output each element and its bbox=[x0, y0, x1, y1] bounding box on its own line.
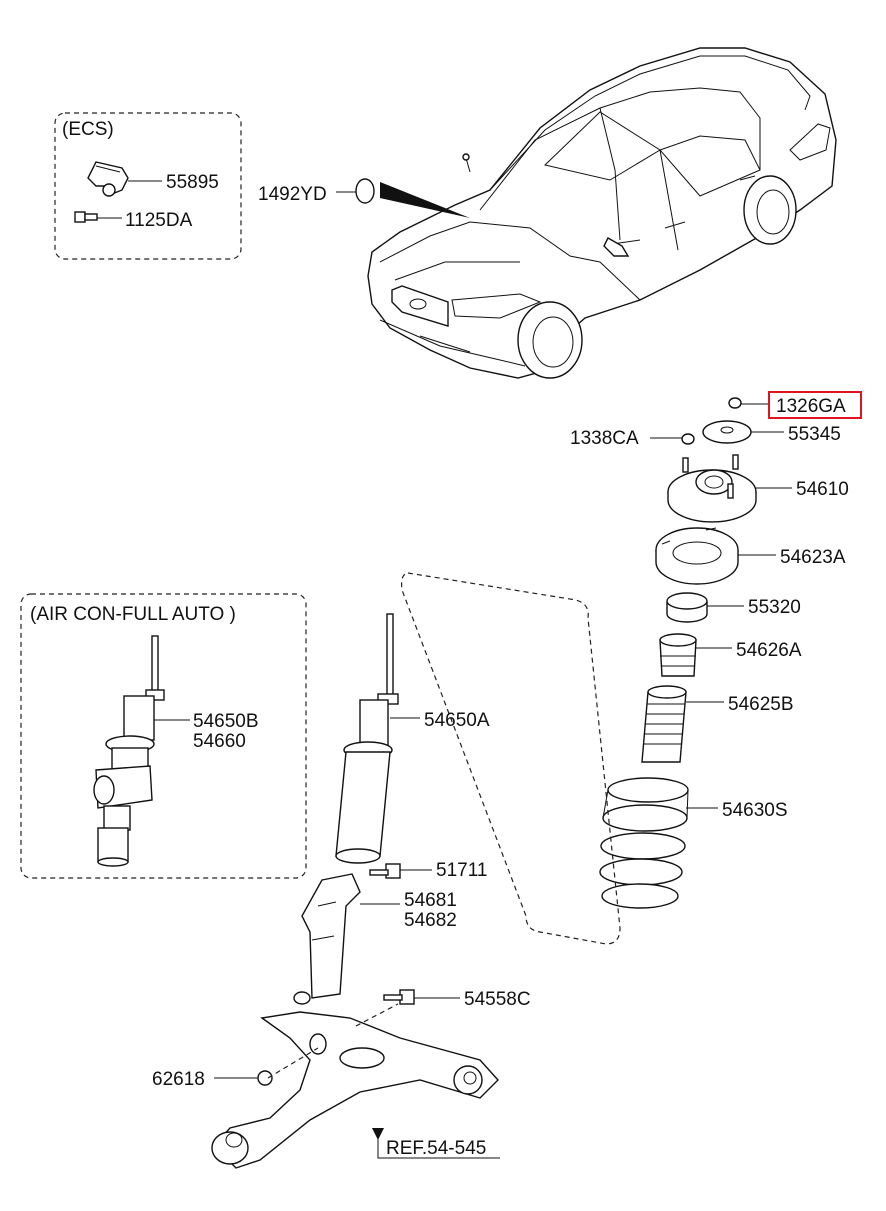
lower-arm-part[interactable] bbox=[211, 1003, 499, 1169]
spring-54630S-part[interactable] bbox=[599, 777, 689, 909]
bolt-51711-part[interactable] bbox=[369, 863, 401, 879]
label-54682[interactable]: 54682 bbox=[404, 910, 457, 931]
label-54660[interactable]: 54660 bbox=[193, 731, 246, 752]
label-54623A[interactable]: 54623A bbox=[780, 547, 846, 568]
aircon-box-title: (AIR CON-FULL AUTO ) bbox=[30, 604, 236, 625]
label-54630S[interactable]: 54630S bbox=[722, 800, 788, 821]
mount-54610-part[interactable] bbox=[667, 454, 757, 523]
pointer-wedge bbox=[380, 182, 470, 218]
bolt-54558C-part[interactable] bbox=[383, 989, 415, 1005]
strut-54650A-part[interactable] bbox=[335, 613, 399, 864]
label-55345[interactable]: 55345 bbox=[788, 424, 841, 445]
fork-54681-part[interactable] bbox=[293, 873, 361, 1005]
highlight-box-1326GA bbox=[768, 391, 862, 419]
label-1125DA[interactable]: 1125DA bbox=[125, 210, 193, 231]
seat-55320-part[interactable] bbox=[666, 592, 708, 623]
nut-62618-part[interactable] bbox=[257, 1070, 273, 1086]
callout-1492YD: 1492YD bbox=[258, 178, 470, 218]
label-54681[interactable]: 54681 bbox=[404, 890, 457, 911]
dust-cover-54625B-part[interactable] bbox=[641, 685, 687, 763]
ecs-sensor-part[interactable] bbox=[87, 161, 129, 197]
nut-1338CA-part[interactable] bbox=[681, 433, 695, 445]
ecs-strut-54650B-part[interactable] bbox=[93, 635, 165, 867]
ecs-bolt-part[interactable] bbox=[74, 211, 98, 223]
ecs-box: (ECS) 55895 1125DA bbox=[54, 112, 242, 260]
label-54558C[interactable]: 54558C bbox=[464, 989, 531, 1010]
label-1326GA[interactable]: 1326GA bbox=[776, 396, 846, 417]
label-54650A[interactable]: 54650A bbox=[424, 710, 490, 731]
washer-55345-part[interactable] bbox=[702, 420, 752, 444]
label-1492YD[interactable]: 1492YD bbox=[258, 184, 327, 205]
label-54626A[interactable]: 54626A bbox=[736, 640, 802, 661]
aircon-box: (AIR CON-FULL AUTO ) 54650B 54660 bbox=[20, 593, 307, 879]
nut-1326GA-part[interactable] bbox=[728, 397, 742, 409]
label-54650B[interactable]: 54650B bbox=[193, 711, 259, 732]
bumper-54626A-part[interactable] bbox=[659, 633, 697, 677]
plug-1492YD-part[interactable] bbox=[355, 178, 375, 204]
label-62618[interactable]: 62618 bbox=[152, 1069, 205, 1090]
label-54610[interactable]: 54610 bbox=[796, 479, 849, 500]
car-illustration bbox=[367, 47, 837, 379]
insulator-54623A-part[interactable] bbox=[655, 527, 739, 585]
label-51711[interactable]: 51711 bbox=[436, 860, 487, 881]
label-54625B[interactable]: 54625B bbox=[728, 694, 794, 715]
label-ref[interactable]: REF.54-545 bbox=[386, 1138, 486, 1159]
ecs-box-title: (ECS) bbox=[62, 119, 114, 140]
strut-group-outline bbox=[401, 572, 621, 945]
label-55320[interactable]: 55320 bbox=[748, 597, 801, 618]
label-55895[interactable]: 55895 bbox=[166, 172, 219, 193]
label-1338CA[interactable]: 1338CA bbox=[570, 428, 639, 449]
ref-arrow bbox=[372, 1128, 384, 1140]
